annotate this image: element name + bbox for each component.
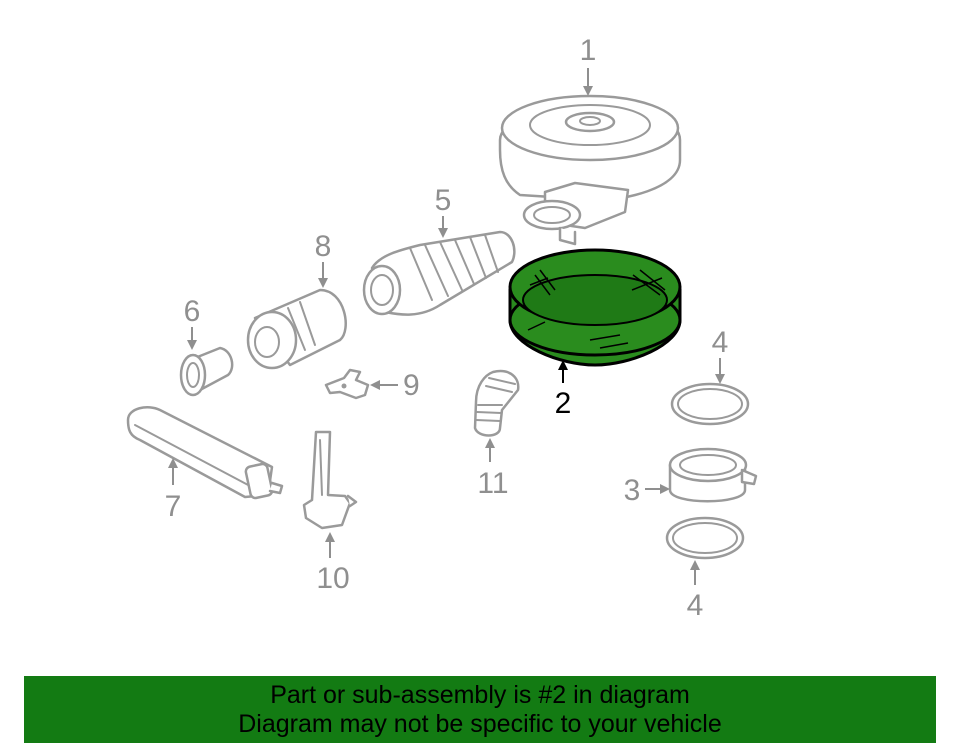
callout-4-upper: 4 [712,326,729,384]
callout-4-lower: 4 [687,560,704,622]
svg-text:10: 10 [316,562,349,595]
callout-9: 9 [370,369,420,402]
callout-5: 5 [435,184,452,238]
callout-10: 10 [316,532,350,595]
banner-line-2: Diagram may not be specific to your vehi… [238,709,722,738]
callout-11: 11 [477,438,509,500]
svg-text:9: 9 [403,369,420,402]
callout-3: 3 [624,474,670,507]
parts-diagram: 1 2 3 4 4 5 6 7 8 9 [126,34,758,622]
callout-2: 2 [555,360,572,420]
part-5-intake-duct[interactable] [362,230,516,316]
svg-text:11: 11 [477,467,508,500]
part-10-bracket[interactable] [302,430,358,530]
info-banner: Part or sub-assembly is #2 in diagram Di… [24,676,936,743]
part-3-adapter[interactable] [668,447,758,503]
svg-text:1: 1 [580,34,597,67]
part-4-gasket-lower[interactable] [665,516,745,560]
svg-text:6: 6 [184,295,201,328]
callout-1: 1 [580,34,597,96]
svg-text:4: 4 [712,326,729,359]
part-1-air-cleaner-lid[interactable] [498,94,682,246]
svg-text:3: 3 [624,474,641,507]
svg-text:4: 4 [687,589,704,622]
banner-line-1: Part or sub-assembly is #2 in diagram [270,680,690,709]
svg-text:5: 5 [435,184,452,217]
part-4-gasket-upper[interactable] [670,382,750,426]
part-2-filter-element[interactable] [508,248,682,367]
svg-text:8: 8 [315,230,332,263]
svg-text:2: 2 [555,387,572,420]
callout-7: 7 [165,458,182,523]
part-8-resonator[interactable] [246,288,347,370]
svg-text:7: 7 [165,490,182,523]
part-7-inlet-duct[interactable] [126,406,284,500]
part-6-fitting[interactable] [179,346,234,397]
callout-8: 8 [315,230,332,288]
part-11-hose[interactable] [473,369,520,437]
part-9-clip[interactable] [324,368,370,400]
callout-6: 6 [184,295,201,350]
